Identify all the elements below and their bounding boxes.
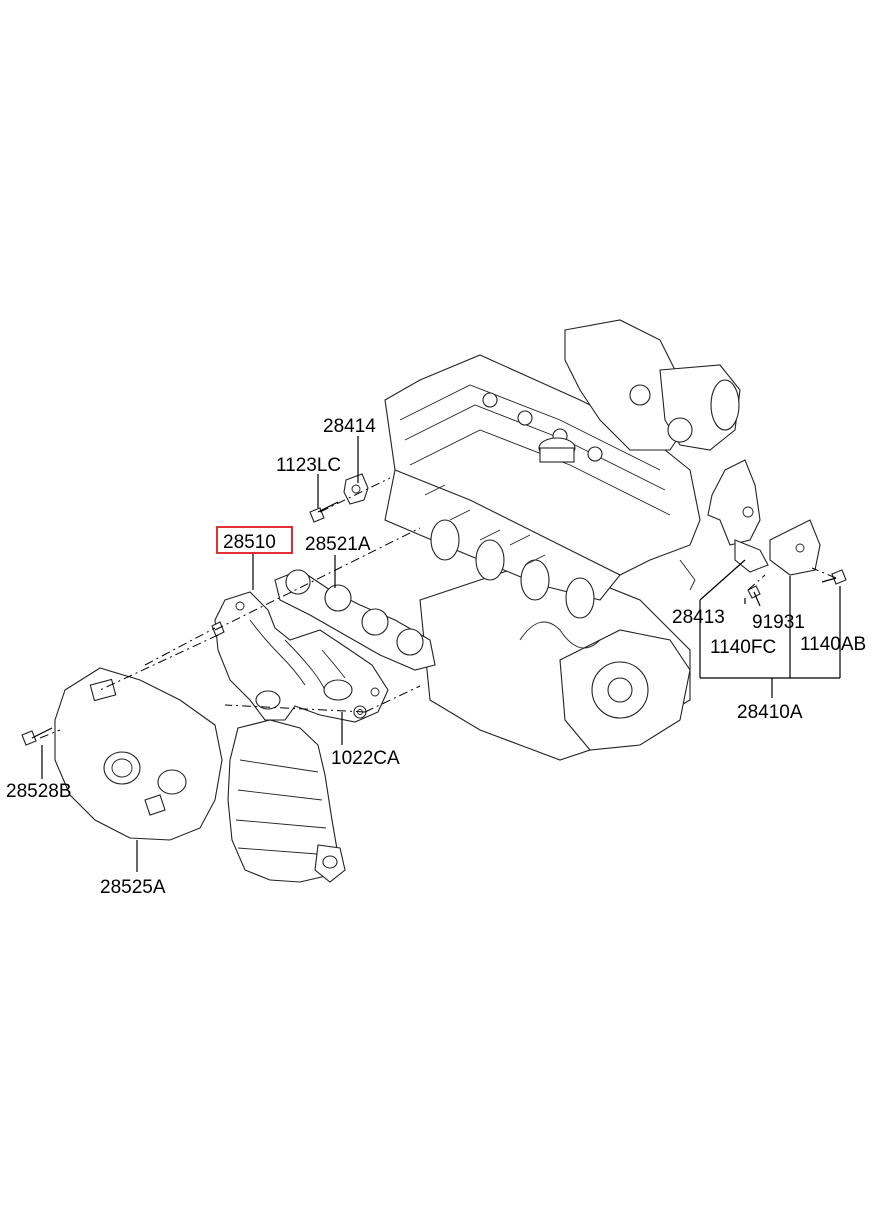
highlight-box-28510	[216, 526, 293, 554]
part-labels: 28414 1123LC 28510 28521A 28413 91931 11…	[6, 416, 866, 898]
gasket-28521a	[274, 569, 436, 671]
label-1022ca[interactable]: 1022CA	[331, 748, 400, 769]
bracket-assembly	[707, 459, 821, 576]
label-28414[interactable]: 28414	[323, 416, 376, 437]
bolt-1123lc	[309, 501, 339, 523]
label-28525a[interactable]: 28525A	[100, 877, 166, 898]
label-91931[interactable]: 91931	[752, 612, 805, 633]
label-28528b[interactable]: 28528B	[6, 781, 72, 802]
label-28410a[interactable]: 28410A	[737, 702, 803, 723]
label-28521a[interactable]: 28521A	[305, 534, 371, 555]
leader-lines	[41, 436, 841, 872]
heat-shield-bracket-28414	[343, 473, 369, 505]
bolt-1140ab	[821, 569, 847, 585]
exhaust-manifold-28510	[214, 591, 389, 723]
assembly-centerlines	[39, 477, 837, 739]
bolt-28528b	[21, 727, 53, 746]
label-1140ab[interactable]: 1140AB	[800, 634, 866, 655]
label-1123lc[interactable]: 1123LC	[276, 455, 341, 476]
engine-assembly	[384, 319, 741, 761]
bolt-1140fc	[747, 585, 761, 607]
label-28413[interactable]: 28413	[672, 607, 725, 628]
label-28510[interactable]: 28510	[223, 532, 276, 553]
label-1140fc[interactable]: 1140FC	[710, 637, 776, 658]
heat-shield-28525a	[54, 667, 223, 841]
catalytic-converter	[227, 719, 346, 883]
